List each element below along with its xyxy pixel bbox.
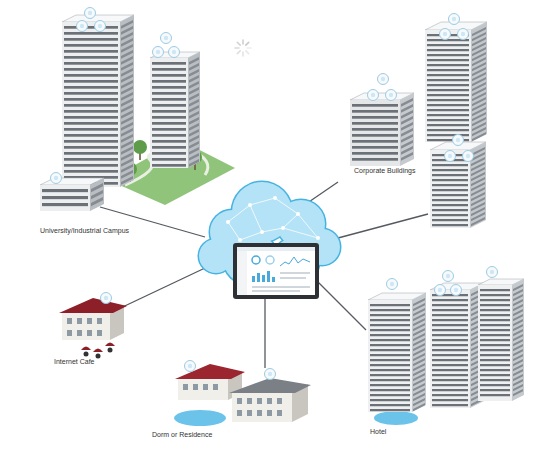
access-point xyxy=(169,47,180,58)
screen-bars xyxy=(252,271,275,282)
place-label: Corporate Buildings xyxy=(352,166,418,177)
screen-chart xyxy=(280,257,310,266)
cafe-umbrellas xyxy=(81,343,115,359)
building xyxy=(62,15,134,187)
access-point xyxy=(463,151,474,162)
link-line xyxy=(264,298,265,368)
access-point xyxy=(435,285,446,296)
dashboard-tablet xyxy=(233,243,319,299)
building xyxy=(350,93,414,166)
loading-spinner xyxy=(235,40,251,56)
access-point xyxy=(443,271,454,282)
access-point xyxy=(453,135,464,146)
building xyxy=(430,142,486,228)
place-name: Corporate Buildings xyxy=(354,167,416,175)
screen-gauge xyxy=(252,256,260,264)
pool xyxy=(374,411,418,425)
access-point xyxy=(95,21,106,32)
access-point xyxy=(440,29,451,40)
access-point xyxy=(451,285,462,296)
access-point xyxy=(449,14,460,25)
access-point xyxy=(378,74,389,85)
access-point xyxy=(265,369,276,380)
screen-rows xyxy=(252,272,310,292)
access-point xyxy=(386,90,397,101)
cloud xyxy=(198,181,342,288)
access-point xyxy=(101,293,112,304)
access-point xyxy=(445,151,456,162)
house xyxy=(59,298,127,340)
place-name: Hotel xyxy=(370,428,387,436)
access-point xyxy=(153,47,164,58)
place-name: Internet Cafe xyxy=(54,358,95,366)
screen-header xyxy=(237,247,315,251)
access-point xyxy=(387,279,398,290)
access-point xyxy=(85,8,96,19)
building xyxy=(368,293,426,412)
access-point xyxy=(487,267,498,278)
link-line xyxy=(318,282,366,330)
access-point xyxy=(368,90,379,101)
screen-gauge xyxy=(266,256,274,264)
house xyxy=(229,378,311,422)
network-links xyxy=(100,182,428,368)
place-label: Internet Cafe xyxy=(52,357,97,368)
access-point xyxy=(185,361,196,372)
building xyxy=(150,52,200,168)
access-point xyxy=(51,173,62,184)
place-label: Dorm or Residence xyxy=(150,430,215,441)
building xyxy=(40,178,104,211)
link-line xyxy=(112,268,205,312)
access-point xyxy=(77,21,88,32)
access-point xyxy=(161,33,172,44)
buildings xyxy=(40,8,524,427)
tablet-frame xyxy=(233,243,319,299)
building xyxy=(430,283,484,408)
building xyxy=(478,279,524,401)
place-name: University/Industrial Campus xyxy=(40,227,130,235)
tablet-screen xyxy=(237,247,315,295)
building xyxy=(425,22,487,142)
place-label: University/Industrial Campus xyxy=(38,226,132,237)
place-name: Dorm or Residence xyxy=(152,431,213,439)
access-point xyxy=(458,29,469,40)
screen-sidebar xyxy=(237,251,247,295)
pool xyxy=(174,410,226,426)
link-line xyxy=(338,214,428,238)
place-label: Hotel xyxy=(368,427,389,438)
